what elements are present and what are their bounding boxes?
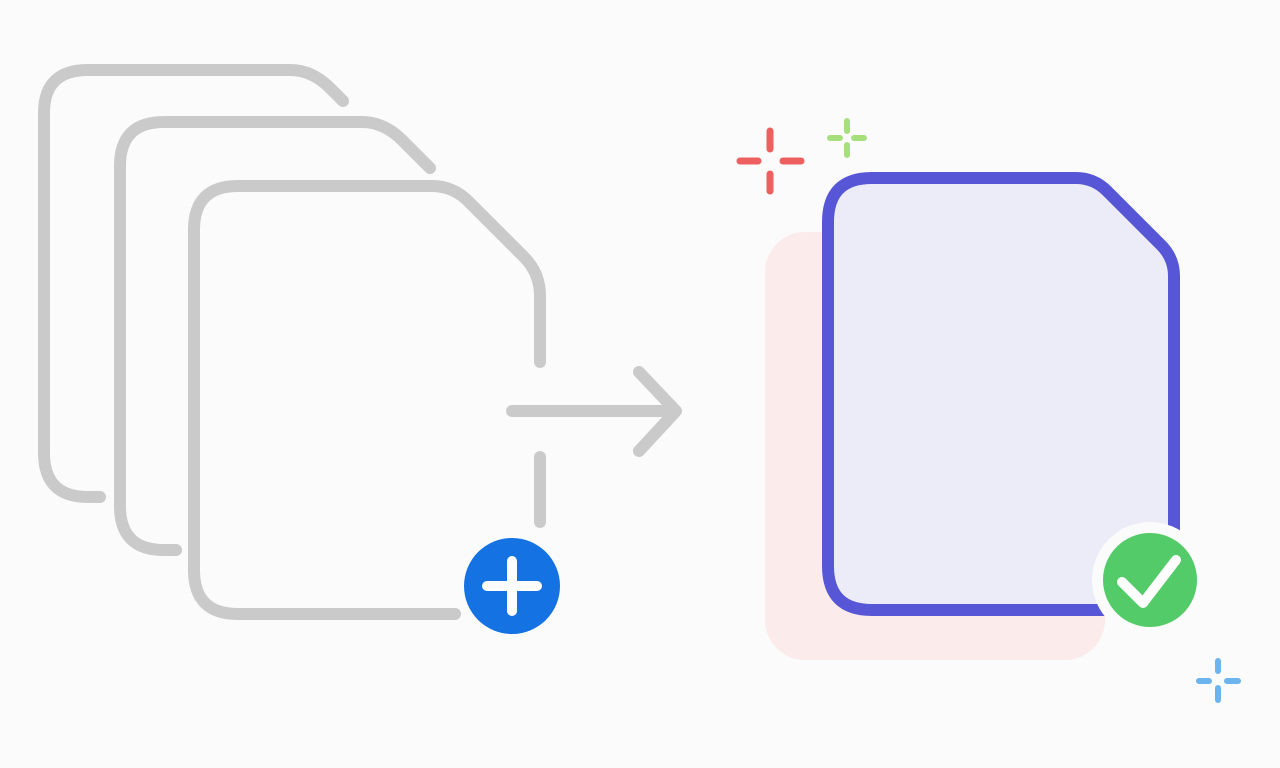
- sparkle-icon: [1196, 658, 1241, 703]
- source-document-middle: [114, 116, 436, 556]
- sparkle-icon: [827, 118, 867, 158]
- source-document-back: [38, 64, 349, 503]
- source-document-front: [188, 180, 546, 620]
- arrow-head: [633, 366, 682, 457]
- checkmark-circle-icon: [1092, 522, 1208, 638]
- sparkle-icon: [736, 127, 805, 195]
- check-glyph: [1117, 555, 1181, 608]
- plus-glyph: [482, 556, 542, 616]
- plus-circle-icon: [456, 530, 568, 642]
- check-badge: [1103, 533, 1197, 627]
- document-icon: [765, 172, 1180, 660]
- right-arrow-icon: [506, 366, 682, 457]
- sparkle-blue: [1196, 658, 1241, 703]
- sparkle-green: [827, 118, 867, 158]
- sparkle-red: [736, 127, 805, 195]
- stacked-documents-icon: [38, 64, 546, 620]
